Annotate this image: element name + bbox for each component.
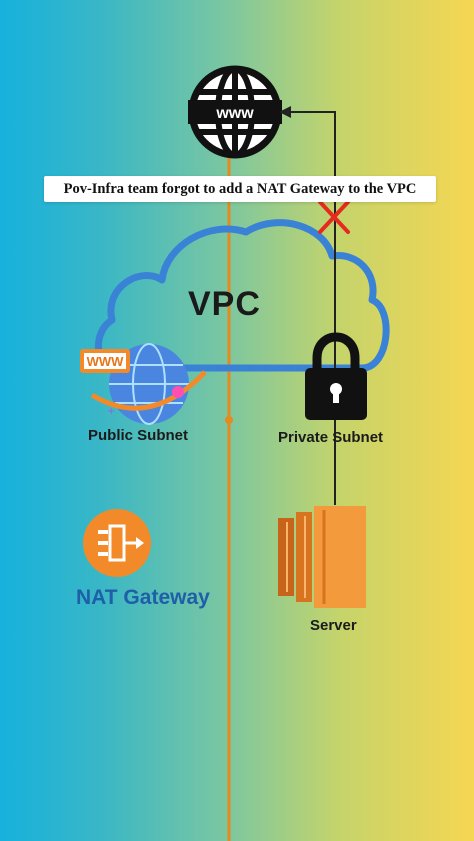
cross-icon	[318, 200, 350, 234]
vpc-label: VPC	[188, 285, 261, 323]
divider-dot	[225, 416, 233, 424]
svg-text:+: +	[107, 406, 115, 417]
internet-badge-text: www	[215, 105, 254, 122]
server-icon	[278, 506, 366, 608]
server-to-internet-arrow	[288, 111, 336, 505]
arrow-head	[279, 106, 291, 118]
internet-globe-icon: www	[188, 65, 282, 159]
server-label: Server	[310, 617, 357, 634]
nat-gateway-label: NAT Gateway	[76, 586, 210, 609]
public-subnet-globe-icon: WWW +	[80, 343, 207, 425]
public-subnet-badge-text: WWW	[87, 354, 125, 369]
nat-gateway-icon	[83, 509, 151, 577]
private-subnet-label: Private Subnet	[278, 429, 384, 446]
caption-banner: Pov-Infra team forgot to add a NAT Gatew…	[44, 176, 436, 202]
public-subnet-label: Public Subnet	[88, 427, 189, 444]
vpc-cloud	[94, 219, 390, 372]
lock-icon	[305, 332, 367, 420]
